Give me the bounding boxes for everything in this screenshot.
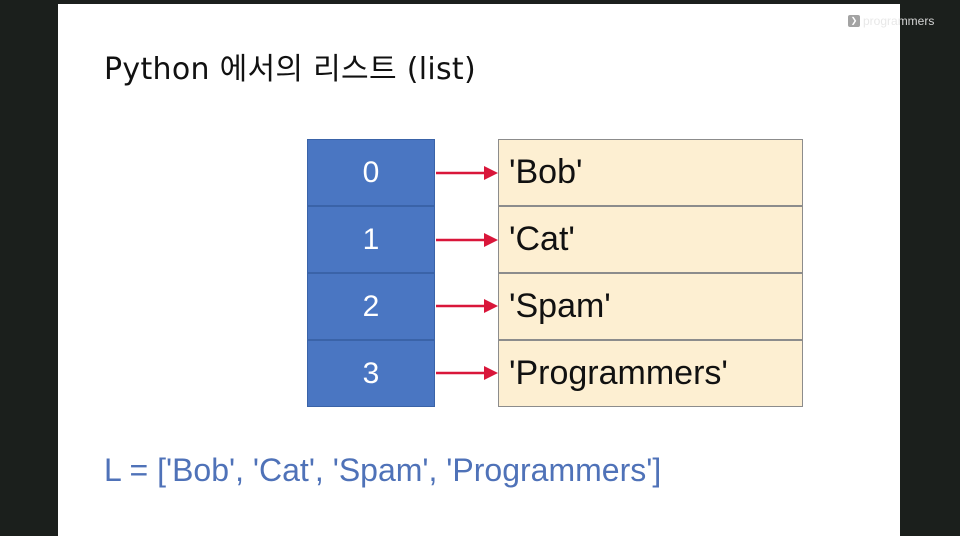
index-cell-2: 2 <box>307 273 435 340</box>
index-cell-0: 0 <box>307 139 435 206</box>
index-cell-1: 1 <box>307 206 435 273</box>
left-black-bar <box>0 0 58 536</box>
code-example-line: L = ['Bob', 'Cat', 'Spam', 'Programmers'… <box>104 452 662 488</box>
value-cell-0: 'Bob' <box>498 139 803 206</box>
index-cell-3: 3 <box>307 340 435 407</box>
programmers-logo-icon: ❯ <box>848 15 860 27</box>
watermark-text: programmers <box>863 14 935 28</box>
value-cell-2: 'Spam' <box>498 273 803 340</box>
slide-title: Python 에서의 리스트 (list) <box>104 52 476 87</box>
programmers-watermark: ❯ programmers <box>848 12 934 30</box>
right-black-bar <box>900 0 960 536</box>
value-cell-1: 'Cat' <box>498 206 803 273</box>
value-cell-3: 'Programmers' <box>498 340 803 407</box>
